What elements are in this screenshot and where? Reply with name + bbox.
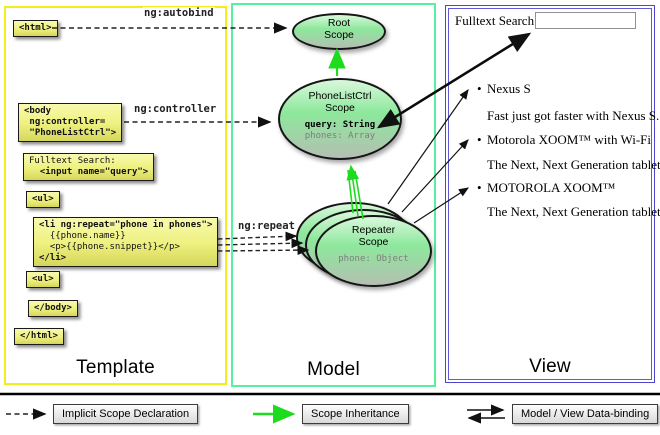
phonelistctrl-scope-title: PhoneListCtrl Scope (308, 90, 372, 114)
root-scope-ellipse: Root Scope (292, 13, 386, 50)
view-item-desc: The Next, Next Generation tablet. (487, 204, 660, 219)
view-item-title: • Nexus S (477, 81, 531, 97)
view-item-title: • Motorola XOOM™ with Wi-Fi (477, 132, 651, 148)
legend-model-view-data-binding: Model / View Data-binding (512, 404, 659, 424)
template-panel: Template (4, 6, 227, 385)
code-box-body-open: <body ng:controller= "PhoneListCtrl"> (18, 103, 123, 142)
root-scope-title: Root Scope (324, 17, 354, 41)
bullet-icon: • (477, 81, 482, 96)
code-line: </li> (39, 253, 67, 263)
legend-double-arrow-icon (467, 404, 505, 424)
code-line: </body> (34, 303, 72, 313)
code-line: <input name="query"> (29, 167, 149, 177)
code-line: ng:controller= (24, 117, 106, 127)
phonelistctrl-phones-prop: phones: Array (304, 131, 376, 141)
ng-autobind-label: ng:autobind (143, 7, 215, 19)
code-box-body-close: </body> (28, 300, 78, 317)
code-line: <ul> (32, 274, 54, 284)
view-panel-label: View (529, 356, 571, 377)
code-box-li-repeat: <li ng:repeat="phone in phones"> {{phone… (33, 217, 219, 267)
phonelistctrl-scope-ellipse: PhoneListCtrl Scope query: String phones… (278, 78, 402, 160)
code-line: <li ng:repeat="phone in phones"> (39, 220, 213, 230)
view-item-desc: Fast just got faster with Nexus S. (487, 108, 660, 123)
code-box-html-close: </html> (14, 328, 64, 345)
view-item-title: • MOTOROLA XOOM™ (477, 180, 615, 196)
code-line: "PhoneListCtrl"> (24, 128, 117, 138)
code-line: <p>{{phone.snippet}}</p> (39, 242, 180, 252)
code-line: </html> (20, 331, 58, 341)
legend-scope-inheritance: Scope Inheritance (302, 404, 409, 424)
template-panel-label: Template (76, 357, 155, 378)
phonelistctrl-query-prop: query: String (304, 120, 376, 130)
code-line: <body (24, 106, 52, 116)
bullet-icon: • (477, 132, 482, 147)
model-panel-label: Model (307, 359, 360, 380)
view-item-title-text: MOTOROLA XOOM™ (487, 180, 616, 195)
bullet-icon: • (477, 180, 482, 195)
view-item-title-text: Motorola XOOM™ with Wi-Fi (487, 132, 652, 147)
legend-implicit-scope-declaration: Implicit Scope Declaration (53, 404, 199, 424)
view-item-desc: The Next, Next Generation tablet. (487, 157, 660, 172)
view-search-label: Fulltext Search: (455, 13, 538, 28)
view-item-title-text: Nexus S (487, 81, 531, 96)
repeater-scope-title: Repeater Scope (351, 224, 396, 248)
code-line: Fulltext Search: (29, 156, 116, 166)
code-line: {{phone.name}} (39, 231, 126, 241)
ng-controller-label: ng:controller (133, 103, 218, 115)
fulltext-search-input[interactable] (535, 12, 636, 29)
code-line: <html> (19, 23, 52, 33)
code-box-fulltext-search: Fulltext Search: <input name="query"> (23, 153, 155, 181)
code-box-ul-second: <ul> (26, 271, 60, 288)
code-box-ul-open: <ul> (26, 191, 60, 208)
repeater-scope-ellipse-front: Repeater Scope phone: Object (315, 215, 432, 287)
code-line: <ul> (32, 194, 54, 204)
model-panel: Model (231, 3, 436, 387)
code-box-html-open: <html> (13, 20, 58, 37)
repeater-phone-prop: phone: Object (338, 254, 409, 264)
ng-repeat-label: ng:repeat (237, 220, 296, 232)
